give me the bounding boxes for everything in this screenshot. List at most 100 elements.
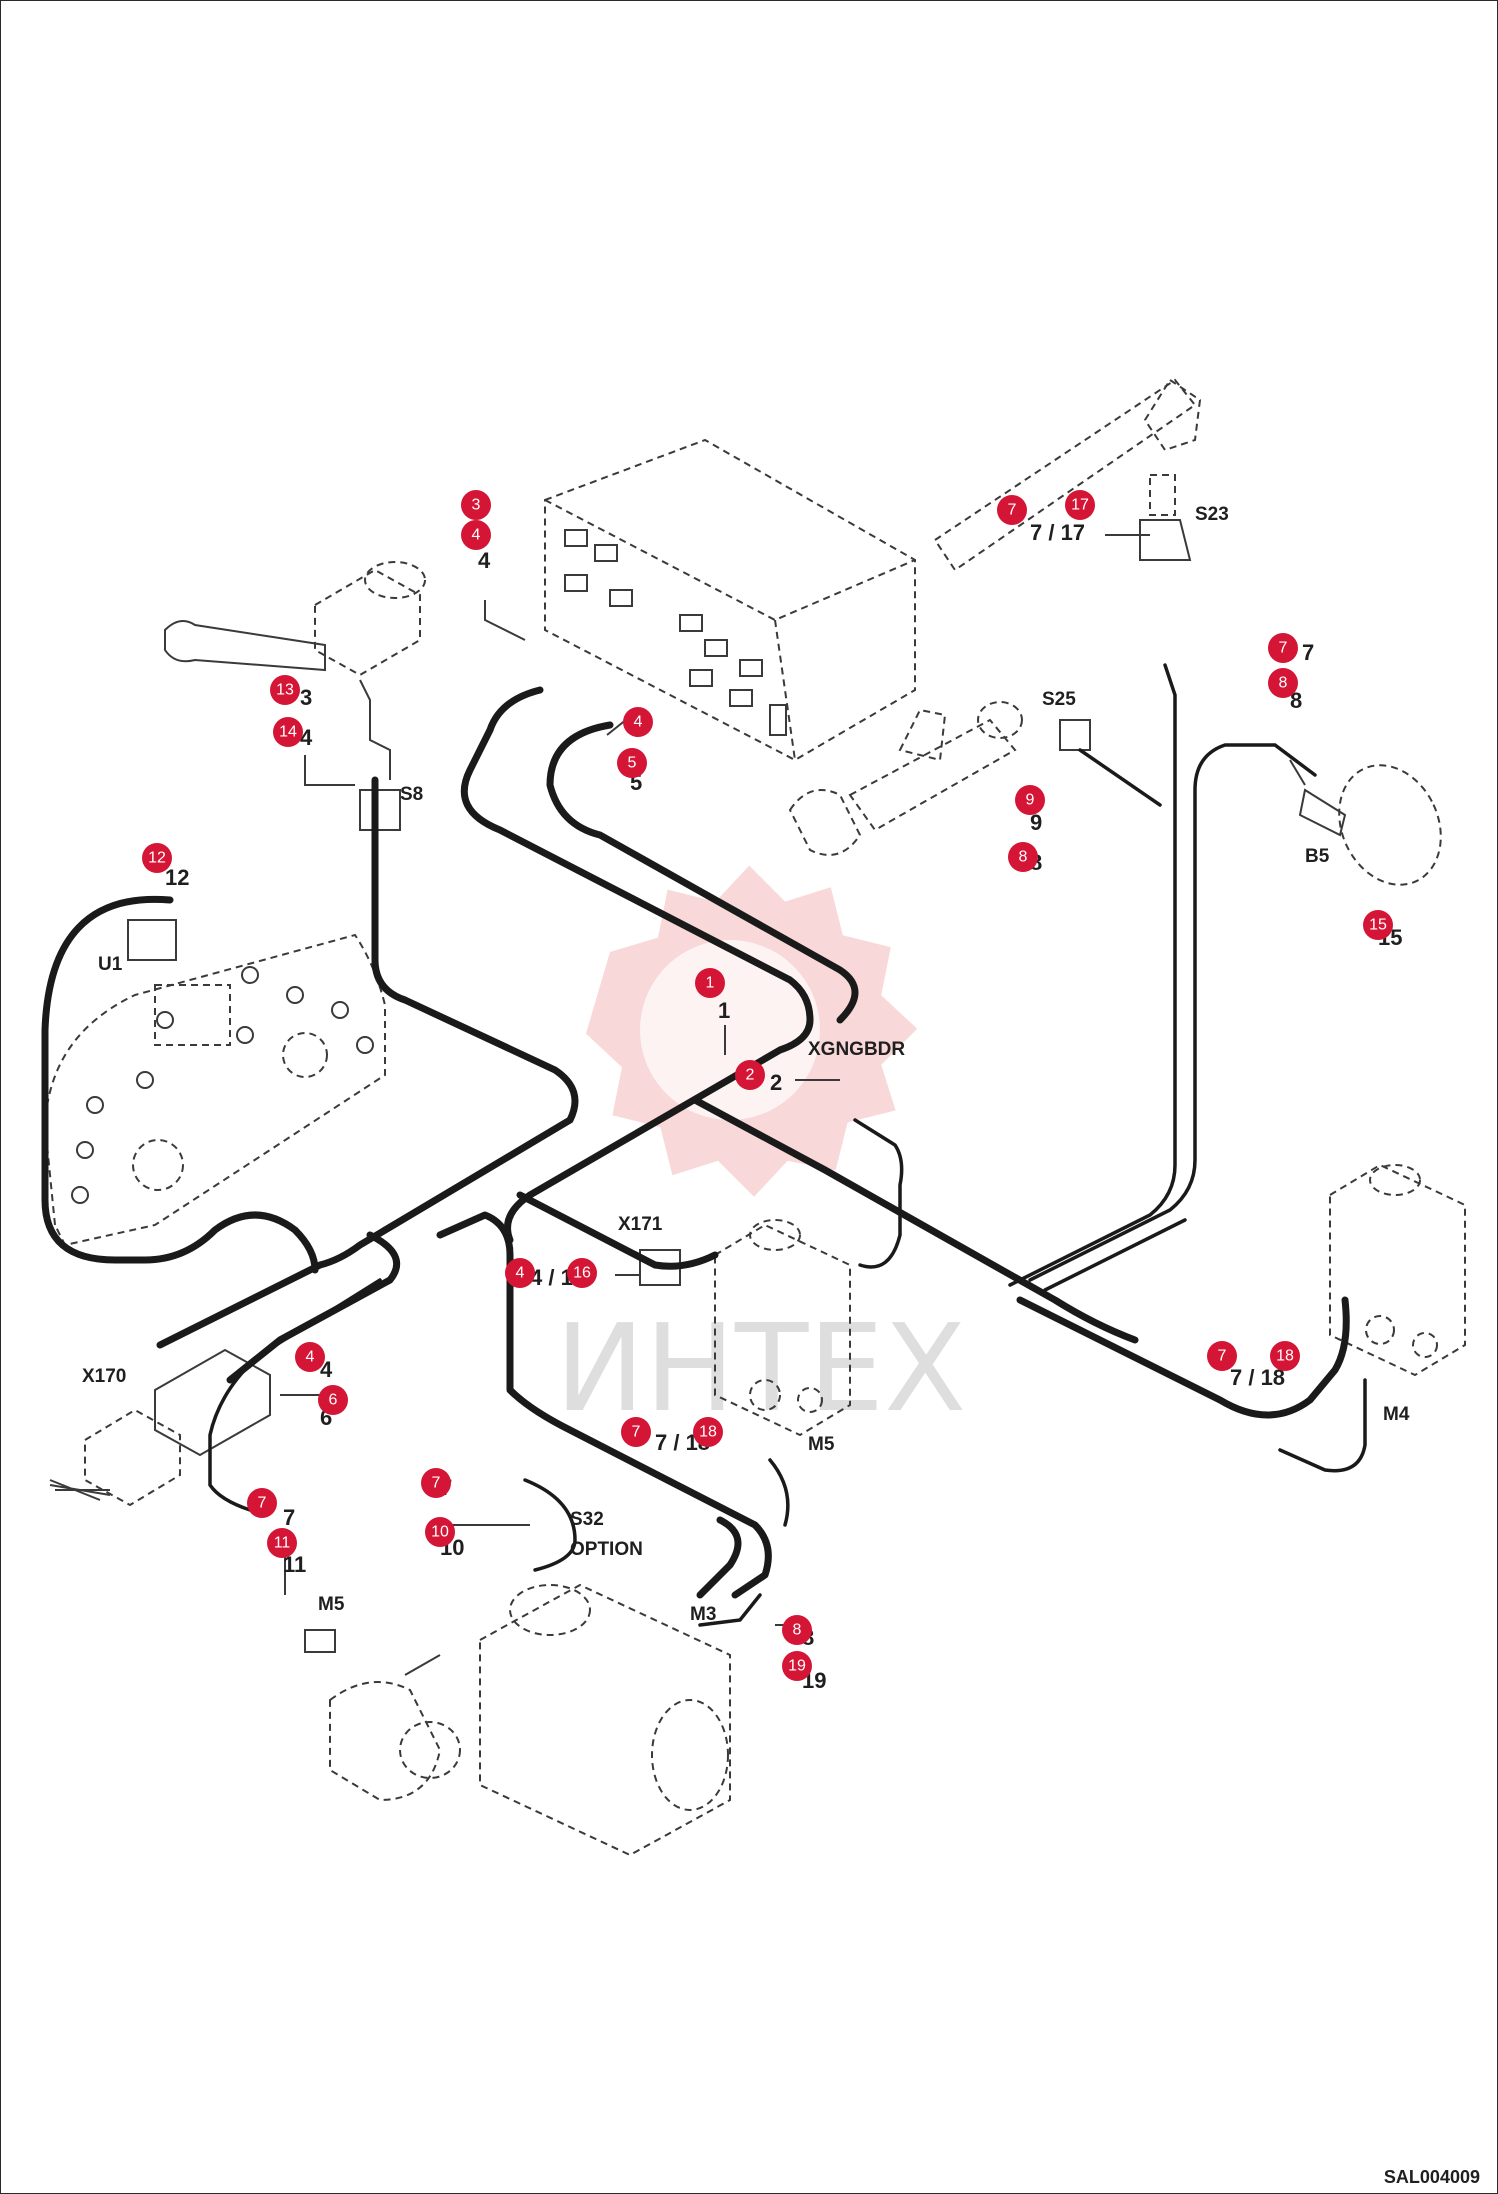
svg-text:5: 5: [628, 755, 637, 772]
svg-text:3: 3: [472, 497, 481, 514]
svg-text:19: 19: [788, 1658, 806, 1675]
callout-badge: 14: [273, 717, 303, 747]
svg-text:4: 4: [516, 1265, 525, 1282]
svg-text:13: 13: [276, 682, 294, 699]
svg-text:16: 16: [573, 1265, 591, 1282]
label-m5-right: M5: [808, 1434, 835, 1455]
watermark-gear-icon: [586, 865, 918, 1197]
wiper-motor-m5-left: [304, 1629, 461, 1802]
printed-number: 4: [478, 548, 491, 573]
svg-text:1: 1: [706, 975, 715, 992]
callout-badge: 7: [621, 1417, 651, 1447]
printed-number: 2: [770, 1070, 782, 1095]
label-b5: B5: [1305, 846, 1330, 867]
callout-badge: 4: [295, 1342, 325, 1372]
label-s25: S25: [1042, 689, 1076, 710]
callout-badge: 7: [1207, 1341, 1237, 1371]
printed-number: 3: [300, 685, 312, 710]
svg-text:7: 7: [258, 1495, 267, 1512]
blower-motor-m3: [479, 1583, 731, 1857]
svg-text:7: 7: [1279, 640, 1288, 657]
callout-badge: 7: [997, 495, 1027, 525]
printed-number: 7 / 18: [1230, 1365, 1285, 1390]
callout-badge: 8: [782, 1615, 812, 1645]
callout-badge: 5: [617, 748, 647, 778]
callout-badge: 7: [1268, 633, 1298, 663]
svg-text:11: 11: [274, 1535, 291, 1552]
instrument-panel-u1: [43, 919, 386, 1247]
svg-text:10: 10: [431, 1524, 449, 1541]
label-x170: X170: [82, 1366, 126, 1387]
printed-number: 9: [1030, 810, 1042, 835]
svg-text:2: 2: [746, 1067, 755, 1084]
svg-text:7: 7: [632, 1424, 641, 1441]
svg-text:18: 18: [699, 1424, 717, 1441]
washer-tank-center: [714, 1219, 851, 1437]
callout-badge: 4: [461, 520, 491, 550]
callout-badge: 4: [505, 1258, 535, 1288]
svg-text:8: 8: [1019, 849, 1028, 866]
printed-number: 8: [1290, 688, 1302, 713]
callout-badge: 4: [623, 707, 653, 737]
label-x171: X171: [618, 1214, 663, 1235]
label-s8: S8: [400, 784, 423, 805]
drawing-code: SAL004009: [1383, 2167, 1480, 2187]
control-unit-box: [544, 438, 916, 762]
callout-badge: 17: [1065, 490, 1095, 520]
callout-badge: 11: [267, 1528, 297, 1558]
printed-number: 1: [718, 998, 730, 1023]
svg-text:12: 12: [148, 850, 166, 867]
callout-badge: 15: [1363, 910, 1393, 940]
callout-badge: 8: [1008, 842, 1038, 872]
callout-badge: 3: [461, 490, 491, 520]
svg-text:8: 8: [1279, 675, 1288, 692]
washer-tank-right: [1329, 1163, 1466, 1377]
svg-text:4: 4: [306, 1349, 315, 1366]
printed-number: 7 / 17: [1030, 520, 1085, 545]
label-s32-option: OPTION: [570, 1539, 643, 1560]
callout-badge: 1: [695, 968, 725, 998]
label-s32: S32: [570, 1509, 604, 1530]
callout-badge: 9: [1015, 785, 1045, 815]
callout-badge: 18: [693, 1417, 723, 1447]
svg-text:6: 6: [329, 1392, 338, 1409]
printed-number: 7: [1302, 640, 1314, 665]
printed-number: 12: [165, 865, 189, 890]
callout-badge: 13: [270, 675, 300, 705]
label-s23: S23: [1195, 504, 1229, 525]
branch-wires: [208, 663, 1367, 1627]
callout-badge: 2: [735, 1060, 765, 1090]
label-m4: M4: [1383, 1404, 1410, 1425]
svg-text:9: 9: [1026, 792, 1035, 809]
svg-text:7: 7: [1218, 1348, 1227, 1365]
horn-b5: [1298, 764, 1442, 886]
steering-switch-s8: [164, 561, 426, 831]
callout-badge: 16: [567, 1258, 597, 1288]
printed-number: 4: [300, 725, 313, 750]
svg-text:8: 8: [793, 1622, 802, 1639]
label-xngbdr: XGNGBDR: [808, 1039, 905, 1060]
pedal-lever-s23: [933, 378, 1202, 572]
svg-text:4: 4: [634, 714, 643, 731]
printed-number: 7: [283, 1505, 295, 1530]
watermark-text: ИНТЕХ: [555, 1300, 966, 1439]
svg-text:17: 17: [1071, 497, 1089, 514]
svg-text:4: 4: [472, 527, 481, 544]
svg-text:14: 14: [279, 724, 297, 741]
callout-badge: 7: [247, 1488, 277, 1518]
svg-text:15: 15: [1369, 917, 1387, 934]
label-u1: U1: [98, 954, 123, 975]
svg-text:18: 18: [1276, 1348, 1294, 1365]
svg-text:7: 7: [432, 1475, 441, 1492]
printed-number: 11: [283, 1552, 306, 1577]
callout-badge: 7: [421, 1468, 451, 1498]
label-m3: M3: [690, 1604, 716, 1625]
main-harness: [41, 686, 1350, 1599]
callout-badge: 10: [425, 1517, 455, 1547]
callout-badge: 6: [318, 1385, 348, 1415]
callout-badge: 12: [142, 843, 172, 873]
callout-badge: 8: [1268, 668, 1298, 698]
brake-cylinder-s25: [788, 701, 1091, 856]
label-m5-left: M5: [318, 1594, 345, 1615]
